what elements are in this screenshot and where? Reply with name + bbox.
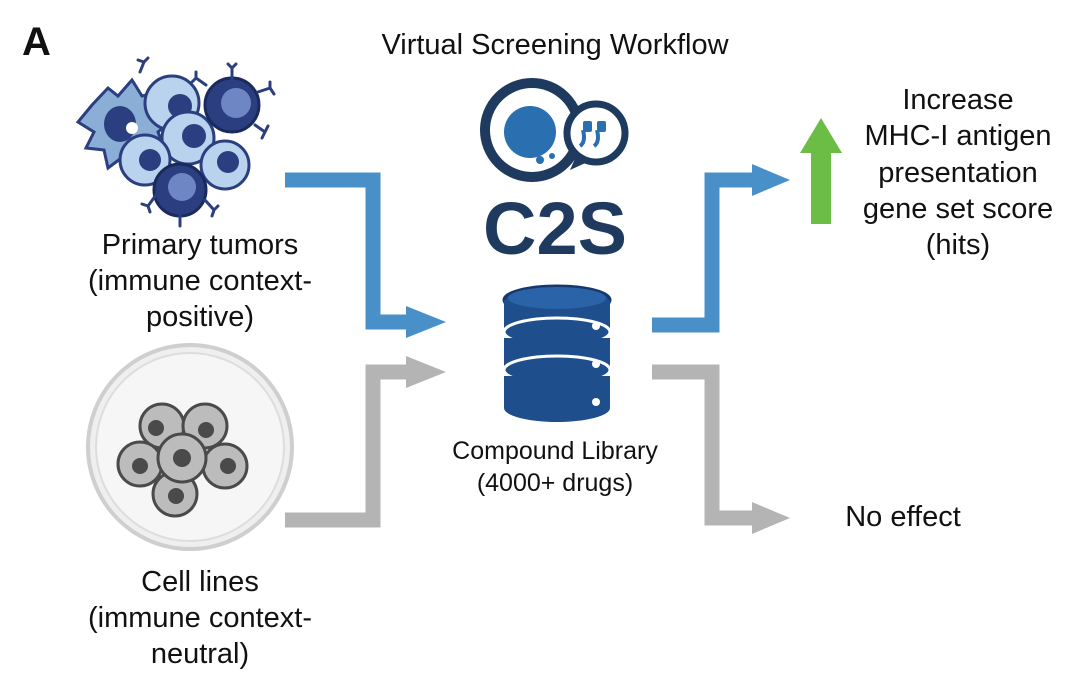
cell-lines-line-3: neutral) xyxy=(150,637,250,670)
cell-lines-line-2: (immune context- xyxy=(87,601,312,634)
primary-to-library-arrow xyxy=(285,172,446,338)
primary-tumors-line-3: positive) xyxy=(146,300,254,333)
library-line-2: (4000+ drugs) xyxy=(476,469,634,497)
hits-line-1: Increase xyxy=(902,84,1014,116)
primary-tumors-label: Primary tumors (immune context- positive… xyxy=(40,228,360,336)
increase-up-arrow-icon xyxy=(800,118,842,224)
hits-line-2: MHC-I antigen xyxy=(864,120,1052,153)
primary-tumors-line-2: (immune context- xyxy=(87,264,312,297)
primary-tumor-cells-icon xyxy=(75,56,276,228)
compound-library-database-icon xyxy=(502,284,612,422)
compound-library-label: Compound Library (4000+ drugs) xyxy=(390,435,720,499)
primary-tumors-line-1: Primary tumors xyxy=(101,229,299,261)
cell-lines-label: Cell lines (immune context- neutral) xyxy=(40,565,360,673)
c2s-logo-icon: C2S xyxy=(480,78,629,270)
workflow-title: Virtual Screening Workflow xyxy=(381,29,729,61)
c2s-logo-text: C2S xyxy=(483,187,627,270)
cell-lines-dish-icon xyxy=(86,343,294,551)
hits-outcome-label: Increase MHC-I antigen presentation gene… xyxy=(838,82,1078,263)
panel-label: A xyxy=(22,20,51,64)
hits-line-3: presentation xyxy=(878,156,1038,189)
library-line-1: Compound Library xyxy=(452,437,658,465)
library-to-hits-arrow xyxy=(652,164,790,333)
no-effect-label: No effect xyxy=(845,501,961,533)
hits-line-4: gene set score xyxy=(862,192,1054,225)
library-to-no-effect-arrow xyxy=(652,364,790,534)
cell-lines-to-library-arrow xyxy=(285,356,446,528)
cell-lines-line-1: Cell lines xyxy=(141,566,259,598)
hits-line-5: (hits) xyxy=(925,229,991,261)
